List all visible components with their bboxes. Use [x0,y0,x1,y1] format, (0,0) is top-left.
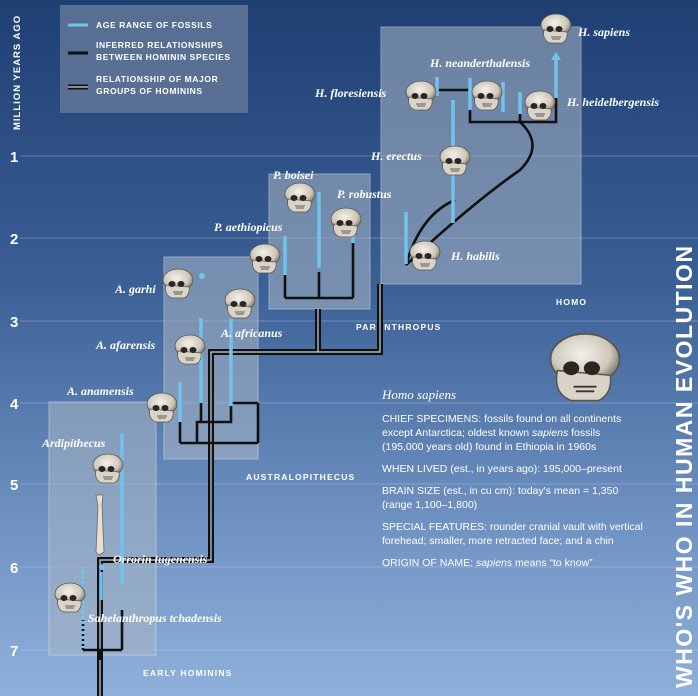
info-origin-name: ORIGIN OF NAME: sapiens means “to know” [382,557,593,569]
arrow-up-icon [551,52,561,60]
info-brain-size: BRAIN SIZE (est., in cu cm): today's mea… [382,485,619,511]
tick-5: 5 [10,477,18,494]
legend-label-fossils: AGE RANGE OF FOSSILS [96,20,212,30]
label-sahelanthropus: Sahelanthropus tchadensis [88,611,222,625]
label-boisei: P. boisei [273,168,314,182]
side-title: WHO'S WHO IN HUMAN EVOLUTION [671,244,697,688]
tick-6: 6 [10,560,18,577]
label-sapiens: H. sapiens [577,25,630,39]
skull-neanderthalensis-icon [471,80,503,111]
label-anamensis: A. anamensis [66,384,134,398]
axis-title: MILLION YEARS AGO [12,15,23,130]
group-label-early: EARLY HOMININS [143,668,233,678]
legend-label-inferred-1: INFERRED RELATIONSHIPS [96,40,223,50]
tick-7: 7 [10,643,18,660]
orrorin-dot [99,564,105,570]
skull-sahelanthropus-icon [54,582,86,613]
info-when-lived: WHEN LIVED (est., in years ago): 195,000… [382,463,622,475]
group-relationships [97,284,383,696]
legend-label-inferred-2: BETWEEN HOMININ SPECIES [96,52,231,62]
info-heading: Homo sapiens [382,387,457,402]
label-garhi: A. garhi [114,282,156,296]
label-aethiopicus: P. aethiopicus [214,220,283,234]
legend-label-groups-1: RELATIONSHIP OF MAJOR [96,74,218,84]
group-label-paranthropus: PARANTHROPUS [356,322,442,332]
skull-erectus-icon [439,145,471,176]
legend: AGE RANGE OF FOSSILS INFERRED RELATIONSH… [60,5,248,113]
skull-garhi-icon [162,268,194,299]
tick-4: 4 [10,396,19,413]
label-robustus: P. robustus [337,187,392,201]
tick-1: 1 [10,149,18,166]
label-heidelbergensis: H. heidelbergensis [566,95,659,109]
skull-ardipithecus-icon [92,453,124,484]
fossil-ranges [81,55,558,648]
skull-heidelbergensis-icon [524,90,556,121]
label-floresiensis: H. floresiensis [314,86,387,100]
species-info-panel: Homo sapiens CHIEF SPECIMENS: fossils fo… [382,388,644,578]
skull-anamensis-icon [146,392,178,423]
label-erectus: H. erectus [370,149,422,163]
legend-label-groups-2: GROUPS OF HOMININS [96,86,203,96]
garhi-dot [199,273,205,279]
group-label-homo: HOMO [556,297,587,307]
group-label-australopithecus: AUSTRALOPITHECUS [246,472,355,482]
info-specimens: CHIEF SPECIMENS: fossils found on all co… [382,413,622,453]
tick-2: 2 [10,231,18,248]
skull-habilis-icon [409,240,441,271]
label-orrorin: Orrorin tugenensis [113,552,208,566]
skull-floresiensis-icon [405,80,437,111]
label-habilis: H. habilis [450,249,500,263]
label-neanderthalensis: H. neanderthalensis [429,56,530,70]
skull-afarensis-icon [174,334,206,365]
tick-3: 3 [10,314,18,331]
skull-robustus-icon [330,207,362,238]
skull-aethiopicus-icon [249,243,281,274]
label-africanus: A. africanus [220,326,283,340]
skull-sapiens-icon [540,13,572,44]
label-afarensis: A. afarensis [95,338,156,352]
skull-boisei-icon [284,182,316,213]
skull-africanus-icon [224,288,256,319]
femur-icon [95,494,105,556]
label-ardipithecus: Ardipithecus [41,436,106,450]
info-special-features: SPECIAL FEATURES: rounder cranial vault … [382,521,643,547]
